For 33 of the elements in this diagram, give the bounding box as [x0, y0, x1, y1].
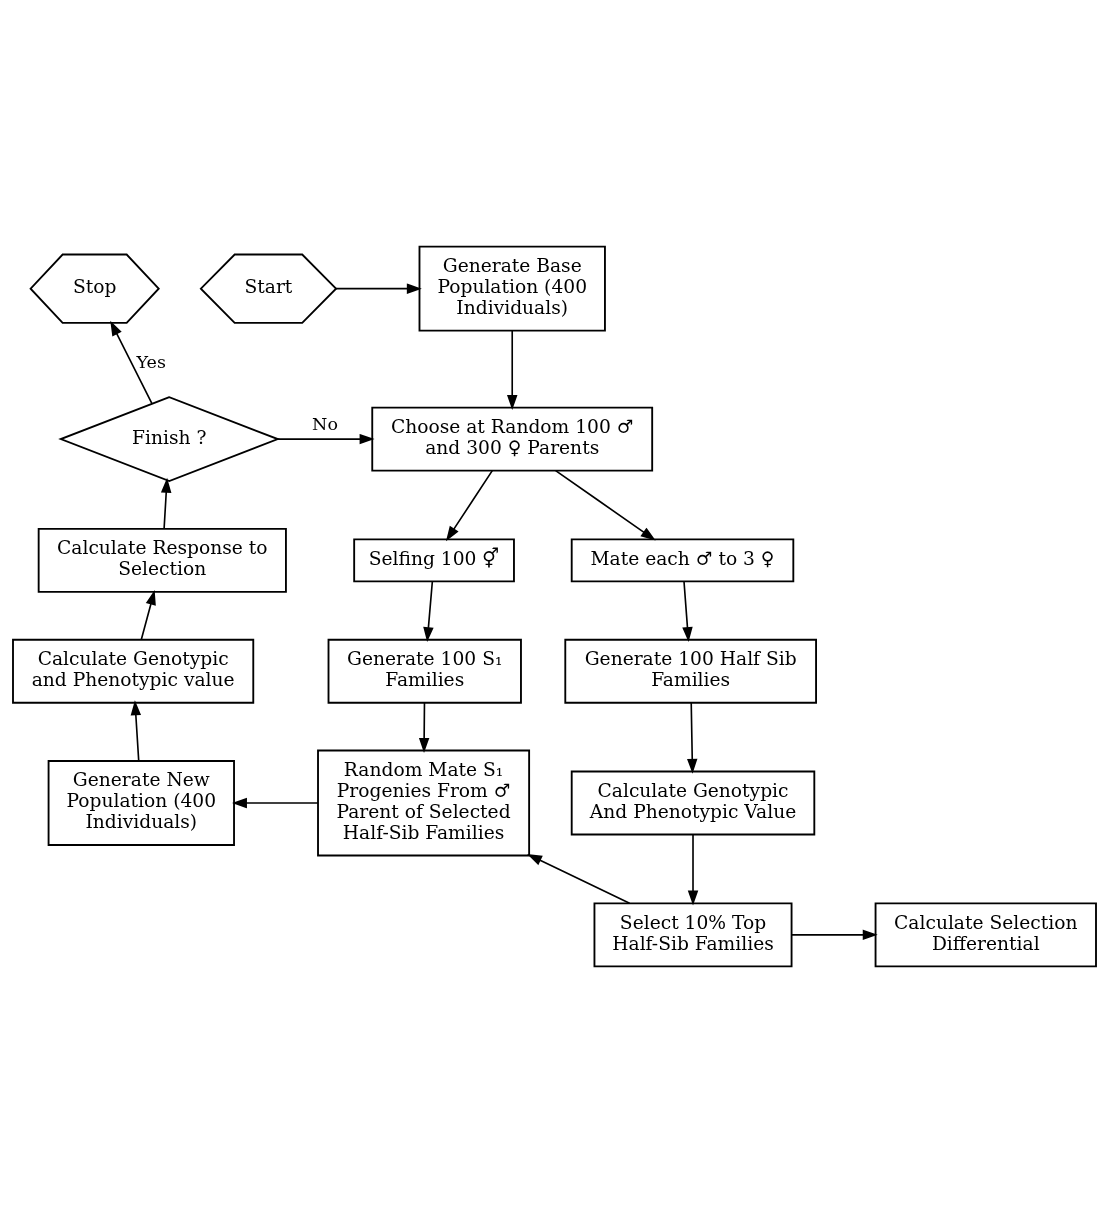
node-box: Mate each ♂ to 3 ♀ [570, 538, 795, 582]
edge-label: No [312, 413, 338, 434]
arrow [687, 701, 698, 774]
node-box: Calculate Response to Selection [37, 527, 287, 593]
node-box: Generate New Population (400 Individuals) [47, 759, 235, 846]
arrow [130, 699, 142, 762]
node-box: Generate 100 Half Sib Families [564, 638, 817, 704]
node-box: Choose at Random 100 ♂ and 300 ♀ Parents [371, 406, 654, 472]
arrow [682, 580, 693, 642]
arrow [423, 580, 434, 642]
arrow [161, 477, 172, 529]
node-box: Random Mate S₁ Progenies From ♂ Parent of Selected Half-Sib Families [317, 749, 531, 856]
node-box: Calculate Genotypic And Phenotypic Value [570, 770, 816, 835]
arrow [687, 833, 699, 906]
node-box: Calculate Genotypic and Phenotypic value [12, 638, 255, 704]
arrow [445, 469, 494, 541]
arrow [232, 797, 319, 808]
node-box: Select 10% Top Half-Sib Families [593, 901, 793, 967]
arrow [335, 282, 422, 294]
arrow [110, 320, 153, 405]
arrow [507, 329, 518, 410]
node-box: Calculate Selection Differential [874, 901, 1097, 967]
arrow [527, 853, 631, 904]
node-box: Generate Base Population (400 Individuals) [418, 245, 606, 332]
arrow [791, 929, 878, 940]
arrow [140, 589, 156, 640]
node-box: Generate 100 S₁ Families [327, 638, 522, 704]
node-box: Selfing 100 ⚥ [353, 538, 515, 582]
arrow [276, 433, 375, 444]
arrow [554, 469, 656, 540]
node-diamond: Finish ? [58, 395, 281, 482]
arrow [418, 701, 430, 753]
edge-label: Yes [136, 351, 166, 372]
